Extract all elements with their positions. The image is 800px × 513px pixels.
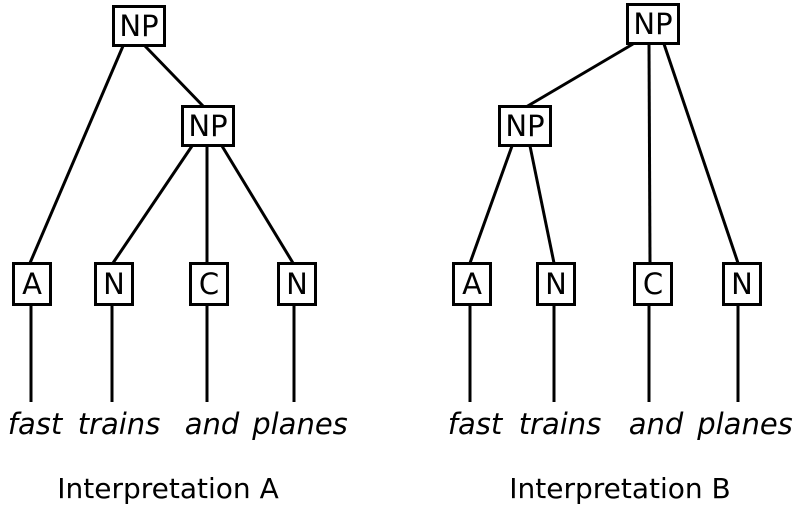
word-a-fast: fast	[7, 407, 63, 441]
caption-interpretation-b: Interpretation B	[509, 472, 731, 505]
node-a-leaf-n1: N	[94, 262, 134, 306]
node-b-leaf-c: C	[633, 262, 673, 306]
node-a-root-np: NP	[112, 5, 166, 47]
node-b-leaf-n1: N	[536, 262, 576, 306]
edge-b-root-to-inner-np	[525, 42, 634, 109]
edge-b-inner-to-leaf-a	[468, 145, 514, 264]
node-b-leaf-n2: N	[722, 262, 762, 306]
node-a-leaf-a: A	[12, 262, 52, 306]
edge-b-inner-to-leaf-n1	[528, 145, 556, 264]
edge-a-inner-to-leaf-n1	[111, 145, 194, 264]
edge-a-inner-to-leaf-n2	[220, 145, 295, 264]
edge-b-root-to-leaf-c	[647, 43, 652, 264]
caption-interpretation-a: Interpretation A	[57, 472, 279, 505]
node-a-leaf-c: C	[189, 262, 229, 306]
word-a-planes: planes	[252, 407, 348, 441]
node-b-leaf-a: A	[452, 262, 492, 306]
node-a-leaf-n2: N	[277, 262, 317, 306]
word-b-planes: planes	[697, 407, 793, 441]
edge-a-root-to-leaf-a	[28, 45, 125, 264]
word-b-trains: trains	[518, 407, 602, 441]
word-b-fast: fast	[447, 407, 503, 441]
node-a-inner-np: NP	[181, 105, 235, 147]
node-b-root-np: NP	[626, 3, 680, 45]
edge-a-root-to-inner-np	[143, 44, 206, 109]
edge-b-root-to-leaf-n2	[662, 43, 740, 264]
word-b-and: and	[628, 407, 684, 441]
word-a-trains: trains	[77, 407, 161, 441]
word-a-and: and	[184, 407, 240, 441]
node-b-inner-np: NP	[498, 105, 552, 147]
